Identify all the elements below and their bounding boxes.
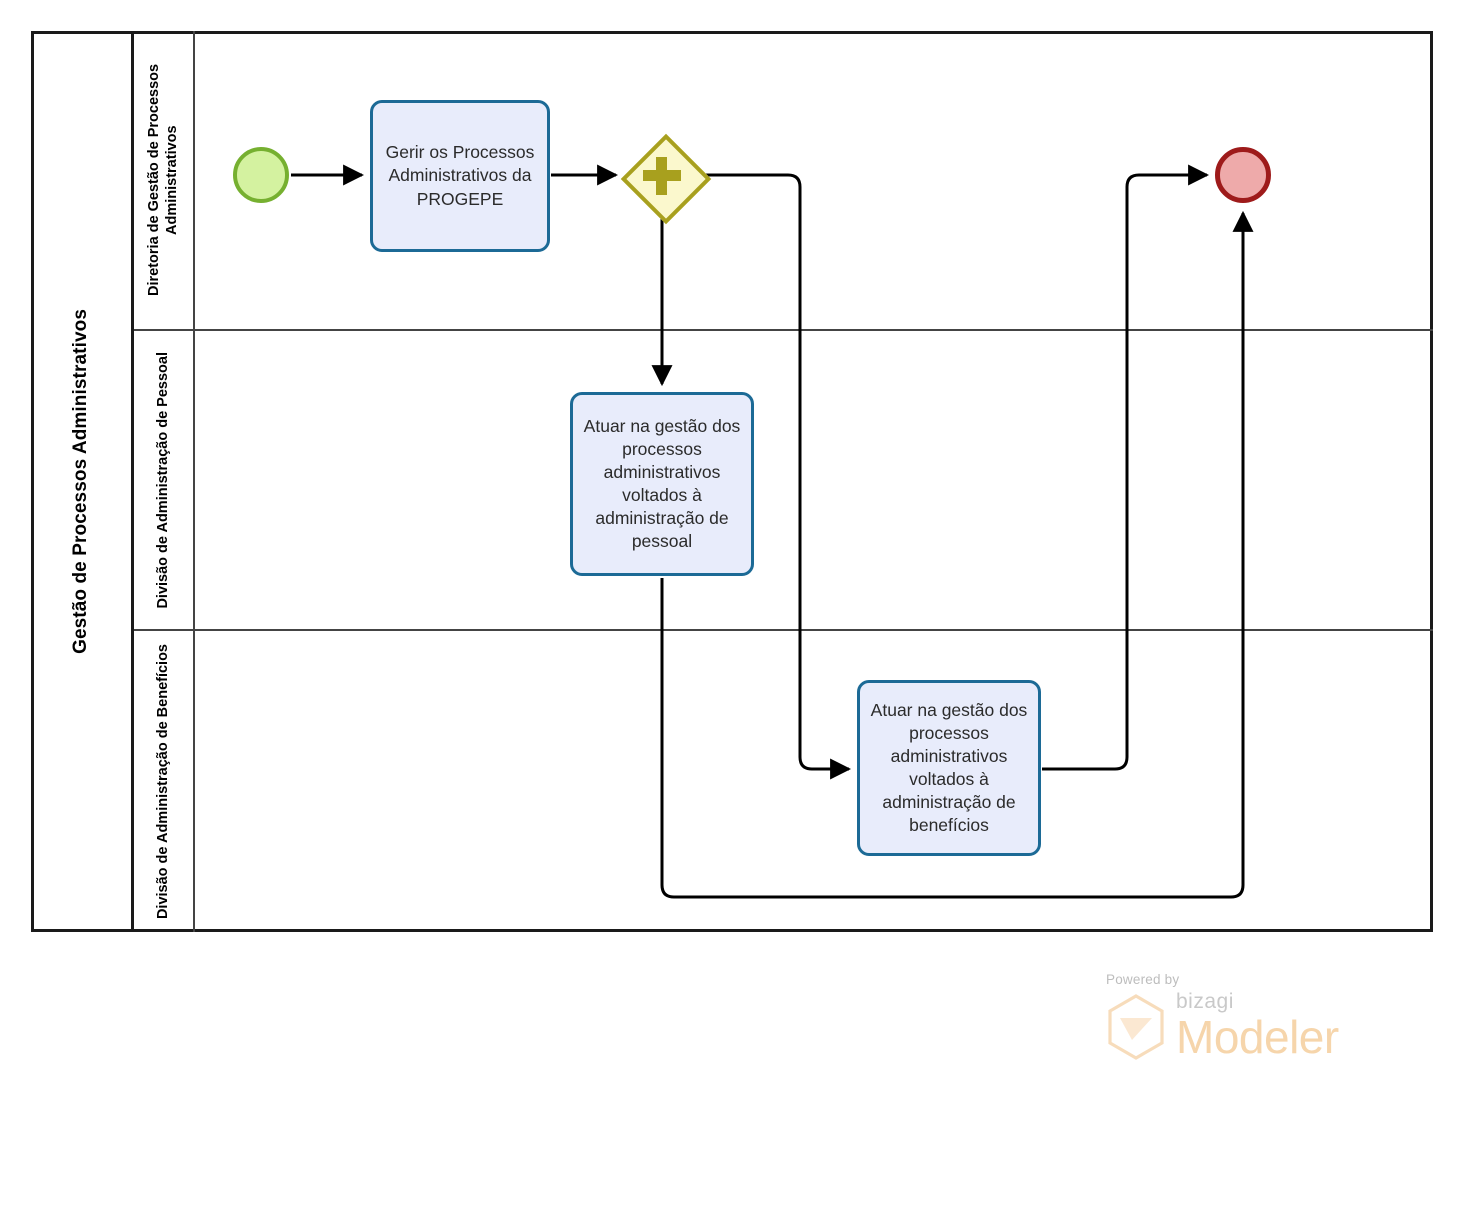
modeler-wordmark: Modeler <box>1176 1011 1339 1063</box>
start-event[interactable] <box>233 147 289 203</box>
task-gerir-processos[interactable]: Gerir os Processos Administrativos da PR… <box>370 100 550 252</box>
lane-beneficios-header: Divisão de Administração de Benefícios <box>134 631 195 932</box>
pool-title-band: Gestão de Processos Administrativos <box>31 31 134 932</box>
end-event[interactable] <box>1215 147 1271 203</box>
bizagi-hexagon-icon <box>1108 994 1164 1060</box>
task-atuar-pessoal[interactable]: Atuar na gestão dos processos administra… <box>570 392 754 576</box>
lane-beneficios[interactable]: Divisão de Administração de Benefícios <box>134 631 1433 932</box>
lane-pessoal[interactable]: Divisão de Administração de Pessoal <box>134 331 1433 631</box>
bizagi-wordmark: bizagi <box>1176 990 1234 1013</box>
lane-pessoal-body <box>195 331 1433 629</box>
lane-beneficios-label: Divisão de Administração de Benefícios <box>155 643 172 920</box>
powered-by-label: Powered by <box>1106 972 1180 987</box>
lane-pessoal-label: Divisão de Administração de Pessoal <box>155 351 172 609</box>
lane-beneficios-body <box>195 631 1433 932</box>
lane-diretoria-label: Diretoria de Gestão de Processos Adminis… <box>146 63 181 297</box>
task-atuar-beneficios[interactable]: Atuar na gestão dos processos administra… <box>857 680 1041 856</box>
pool-title-label: Gestão de Processos Administrativos <box>70 309 91 654</box>
parallel-plus-icon-vertical <box>656 157 667 195</box>
lane-pessoal-header: Divisão de Administração de Pessoal <box>134 331 195 629</box>
parallel-gateway[interactable] <box>620 133 712 225</box>
bizagi-branding: Powered by bizagi Modeler <box>1106 972 1366 1072</box>
lane-diretoria-header: Diretoria de Gestão de Processos Adminis… <box>134 31 195 329</box>
